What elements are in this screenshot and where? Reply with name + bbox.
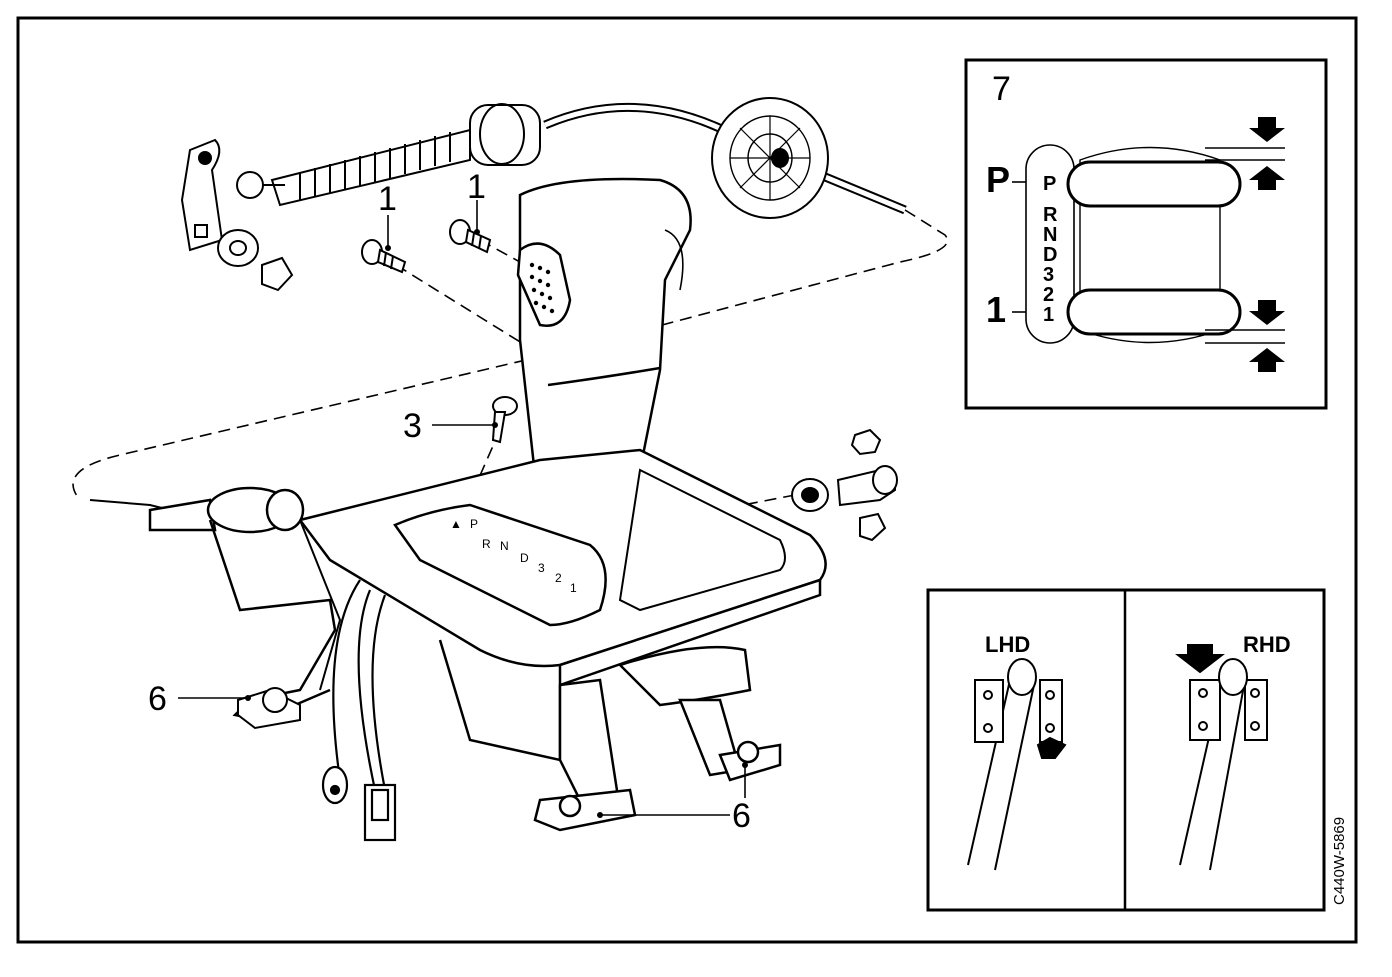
gate-slot — [1025, 144, 1075, 344]
svg-text:3: 3 — [538, 561, 545, 575]
figure-code: C440W-5869 — [1331, 817, 1348, 905]
arrow-up-icon — [1036, 736, 1067, 759]
gate-letter: 2 — [1043, 284, 1054, 306]
gate-letter: D — [1043, 244, 1057, 266]
gate-letter: N — [1043, 224, 1057, 246]
inset-drive-detail: LHD RHD C440W-5869 — [926, 588, 1348, 912]
label-lhd: LHD — [985, 632, 1030, 657]
label-rhd: RHD — [1243, 632, 1291, 657]
inset-gate-number: 7 — [992, 70, 1011, 108]
shift-cable — [180, 97, 907, 292]
arrow-down-icon — [1175, 644, 1225, 674]
callout-leaders — [178, 200, 746, 816]
gate-plate — [1066, 146, 1242, 344]
nut-6-left — [237, 687, 301, 730]
gate-letter: 3 — [1043, 264, 1054, 286]
arrow-up-icon — [1249, 166, 1285, 190]
selector-lever — [516, 177, 692, 522]
arrow-up-icon — [1249, 348, 1285, 372]
gate-label-1: 1 — [986, 289, 1006, 330]
callout-3: 3 — [403, 407, 422, 445]
screw-1-right — [449, 219, 492, 254]
gate-letter: R — [1043, 204, 1058, 226]
callout-6-right: 6 — [732, 797, 751, 835]
arrow-down-icon — [1249, 300, 1285, 325]
svg-text:R: R — [482, 537, 491, 551]
callout-1-left: 1 — [378, 180, 397, 218]
svg-text:▲: ▲ — [450, 517, 462, 531]
rhd-lever-detail — [1175, 644, 1268, 871]
svg-text:P: P — [470, 517, 478, 531]
callout-1-right: 1 — [467, 168, 486, 206]
bolt-nut-set — [791, 428, 898, 542]
screw-1-left — [361, 239, 407, 274]
gate-letters: P R N D 3 2 1 — [1043, 173, 1058, 326]
gate-label-p: P — [986, 159, 1010, 200]
callout-6-left: 6 — [148, 680, 167, 718]
svg-text:N: N — [500, 539, 509, 553]
svg-text:2: 2 — [555, 571, 562, 585]
svg-text:D: D — [520, 551, 529, 565]
svg-text:1: 1 — [570, 581, 577, 595]
wiring-harness — [321, 579, 397, 842]
lhd-lever-detail — [967, 658, 1067, 871]
gate-arrows — [1249, 117, 1285, 372]
outer-frame — [16, 16, 1358, 944]
callout-dots — [245, 229, 748, 818]
gate-gap-lines — [1205, 147, 1285, 344]
gate-letter: P — [1043, 173, 1056, 195]
inset-gate-detail: 7 P 1 P R N D 3 2 1 — [964, 58, 1328, 410]
arrow-down-icon — [1249, 117, 1285, 142]
gate-letter: 1 — [1043, 304, 1054, 326]
